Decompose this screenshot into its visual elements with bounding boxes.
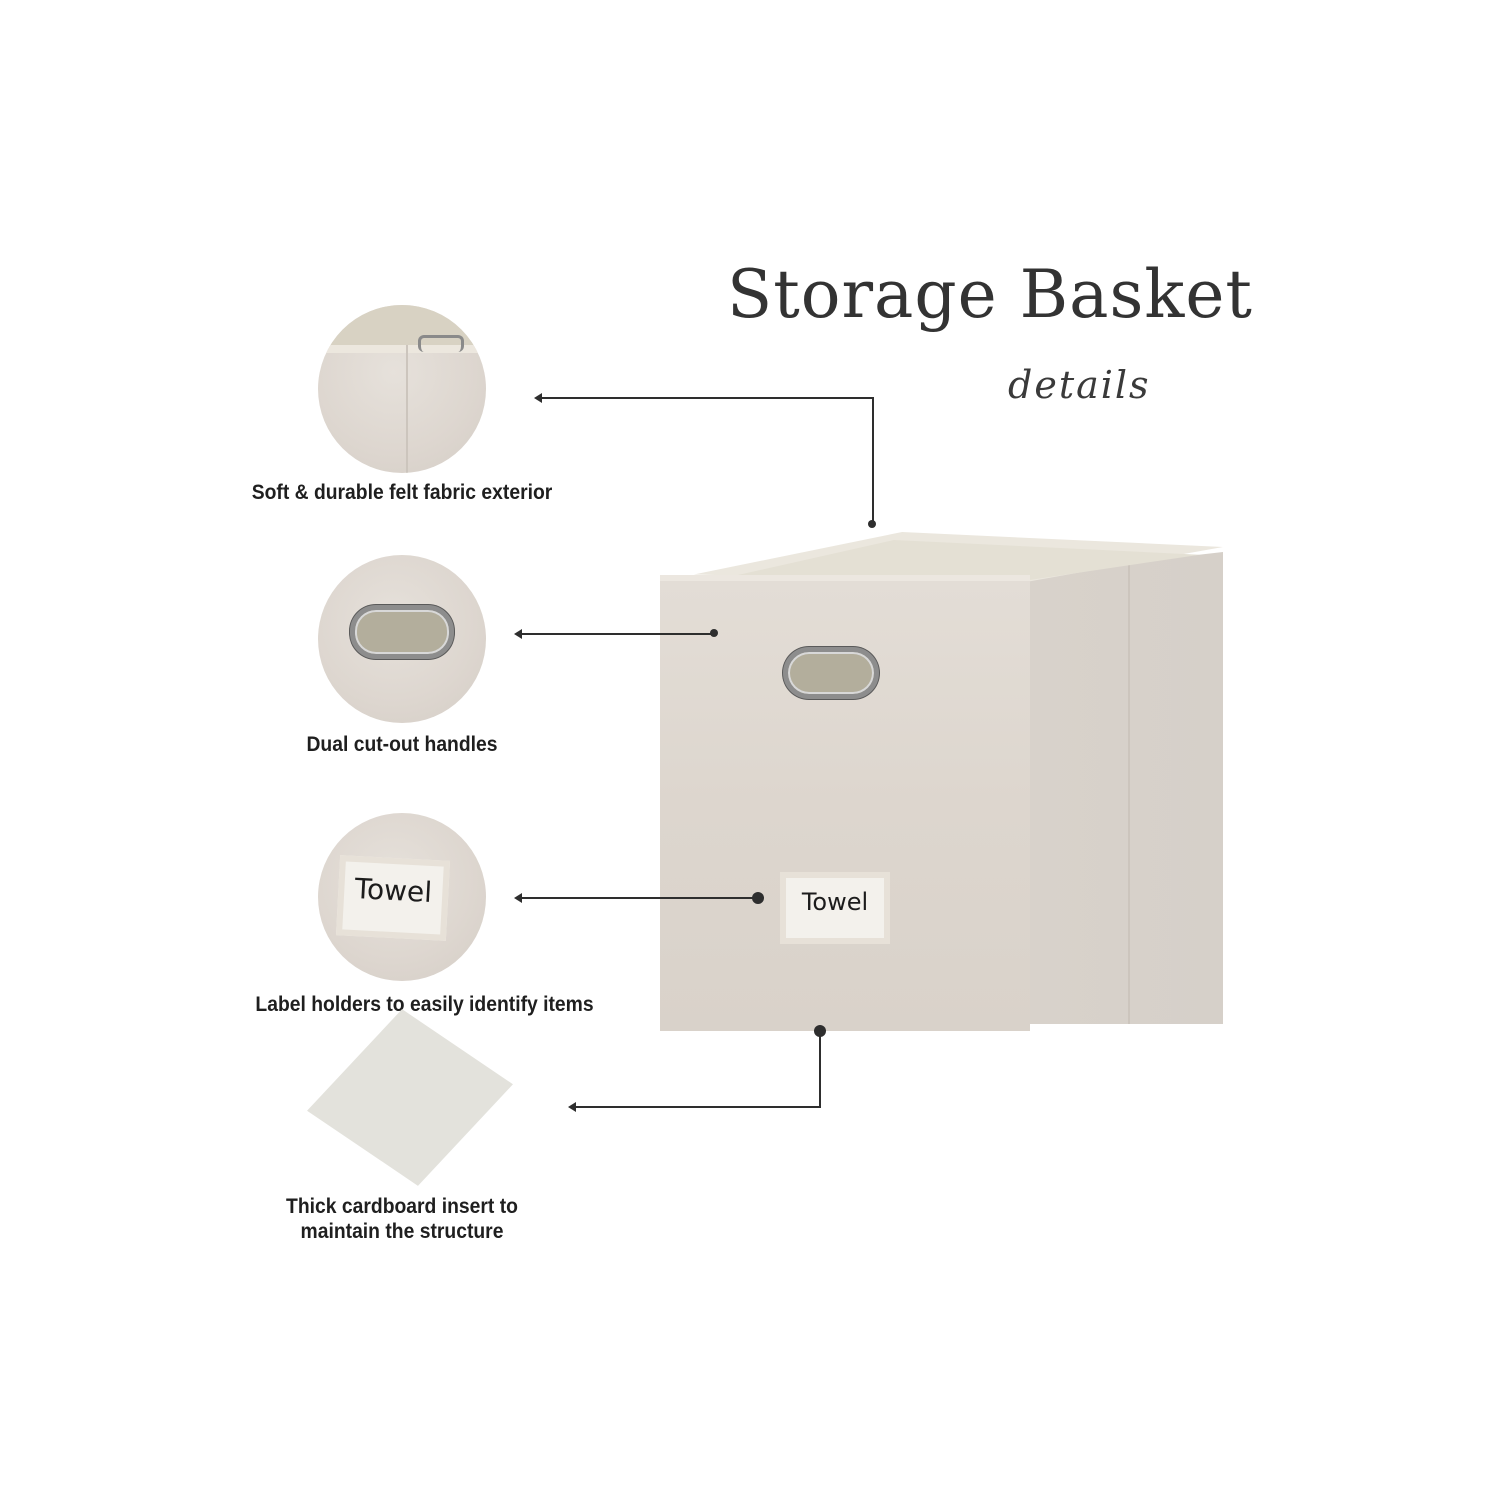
basket-side-panel	[1030, 552, 1223, 1024]
connector-labels-horizontal	[520, 897, 758, 899]
cardboard-insert-image	[307, 1009, 513, 1186]
arrow-left-icon	[534, 393, 542, 403]
page-title: Storage Basket	[727, 256, 1253, 333]
connector-felt-dot	[868, 520, 876, 528]
basket-front-panel	[660, 575, 1030, 1031]
connector-labels-dot	[752, 892, 764, 904]
label-holder-closeup-image: Towel	[318, 813, 486, 981]
arrow-left-icon	[568, 1102, 576, 1112]
arrow-left-icon	[514, 629, 522, 639]
connector-insert-horizontal	[574, 1106, 821, 1108]
connector-felt-horizontal	[540, 397, 874, 399]
feature-caption-insert-line2: maintain the structure	[300, 1220, 504, 1243]
feature-caption-labels: Label holders to easily identify items	[255, 993, 594, 1016]
connector-insert-vertical	[819, 1030, 821, 1108]
feature-caption-handles: Dual cut-out handles	[306, 733, 498, 756]
felt-corner-closeup-image	[318, 305, 486, 473]
connector-handles-dot	[710, 629, 718, 637]
connector-felt-vertical	[872, 397, 874, 525]
metal-handle-closeup-image	[318, 555, 486, 723]
basket-label-holder: Towel	[780, 872, 890, 944]
metal-handle-icon	[350, 605, 454, 659]
arrow-left-icon	[514, 893, 522, 903]
feature-caption-insert-line1: Thick cardboard insert to	[286, 1195, 518, 1218]
page-subtitle: details	[1008, 363, 1151, 407]
label-text: Towel	[353, 872, 433, 910]
connector-handles-horizontal	[520, 633, 714, 635]
feature-caption-felt: Soft & durable felt fabric exterior	[251, 481, 553, 504]
label-holder-icon: Towel	[335, 855, 451, 941]
basket-label-text: Towel	[801, 888, 869, 916]
basket-handle-icon	[783, 647, 879, 699]
